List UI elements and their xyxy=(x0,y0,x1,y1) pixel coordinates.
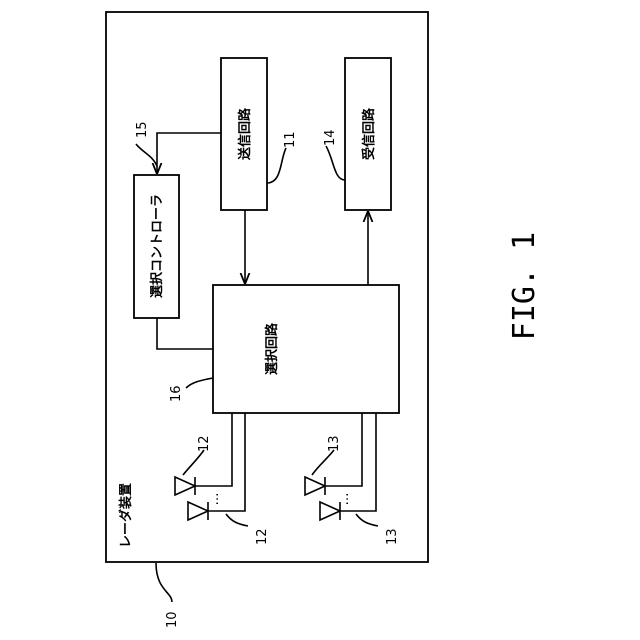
selection-circuit-label: 選択回路 xyxy=(264,322,280,375)
leader-10 xyxy=(156,563,172,602)
ref-12-top: 12 xyxy=(197,435,212,452)
ref-10: 10 xyxy=(165,611,180,628)
ref-16: 16 xyxy=(169,385,184,402)
selection-controller-label: 選択コントローラ xyxy=(149,194,165,298)
ref-11: 11 xyxy=(283,131,298,148)
rx-antenna-ellipsis: … xyxy=(337,493,352,506)
ref-15: 15 xyxy=(135,121,150,138)
ref-13-top: 13 xyxy=(327,435,342,452)
rx-circuit-label: 受信回路 xyxy=(361,107,377,160)
figure-caption: FIG. 1 xyxy=(507,232,542,340)
tx-antenna-ellipsis: … xyxy=(207,493,222,506)
tx-circuit-label: 送信回路 xyxy=(237,107,253,161)
radar-device-label: レーダ装置 xyxy=(118,483,134,548)
selection-circuit-block xyxy=(213,285,399,413)
ref-12-bottom: 12 xyxy=(255,528,270,545)
ref-14: 14 xyxy=(323,129,338,146)
ref-13-bottom: 13 xyxy=(385,528,400,545)
